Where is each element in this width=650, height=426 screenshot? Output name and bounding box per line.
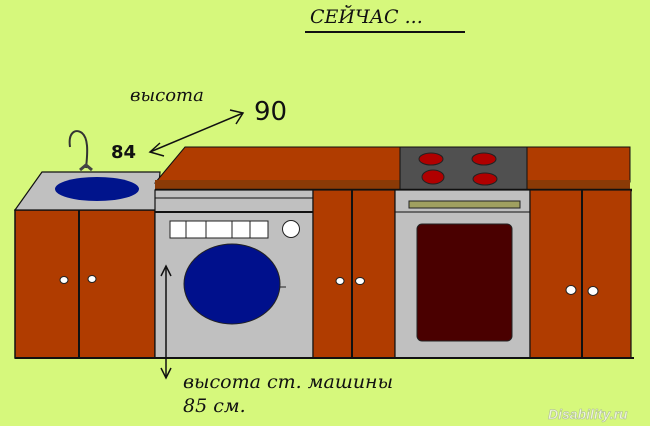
faucet-icon bbox=[68, 130, 89, 169]
height-label: высота bbox=[130, 85, 204, 106]
burner bbox=[471, 152, 497, 166]
knob bbox=[355, 277, 365, 285]
countertop-edge-right bbox=[527, 180, 630, 190]
washer-height-label: высота ст. машины bbox=[183, 371, 393, 393]
vertical-double-arrow-icon bbox=[160, 264, 172, 380]
knob bbox=[87, 275, 97, 283]
counter-height-value: 90 bbox=[254, 97, 287, 127]
sink-basin bbox=[55, 177, 139, 201]
countertop-right bbox=[526, 146, 631, 183]
countertop-edge bbox=[155, 180, 400, 190]
countertop bbox=[153, 146, 401, 184]
burner bbox=[472, 172, 498, 186]
cabinet-middle bbox=[312, 189, 396, 359]
cabinet-right bbox=[529, 189, 632, 359]
burner bbox=[418, 152, 444, 166]
sink-height-value: 84 bbox=[111, 142, 136, 163]
knob bbox=[335, 277, 345, 285]
knob bbox=[565, 285, 577, 295]
burner bbox=[421, 169, 445, 185]
washer-height-value: 85 см. bbox=[183, 395, 246, 417]
knob bbox=[59, 276, 69, 284]
title: СЕЙЧАС ... bbox=[310, 5, 423, 28]
dial-icon bbox=[282, 220, 300, 238]
oven bbox=[394, 189, 531, 359]
oven-door bbox=[416, 223, 513, 342]
double-arrow-icon bbox=[148, 109, 245, 157]
knob bbox=[587, 286, 599, 296]
washing-machine bbox=[154, 189, 314, 359]
washer-door bbox=[183, 243, 281, 325]
stove-top bbox=[399, 146, 528, 191]
watermark: Disability.ru bbox=[548, 406, 628, 422]
